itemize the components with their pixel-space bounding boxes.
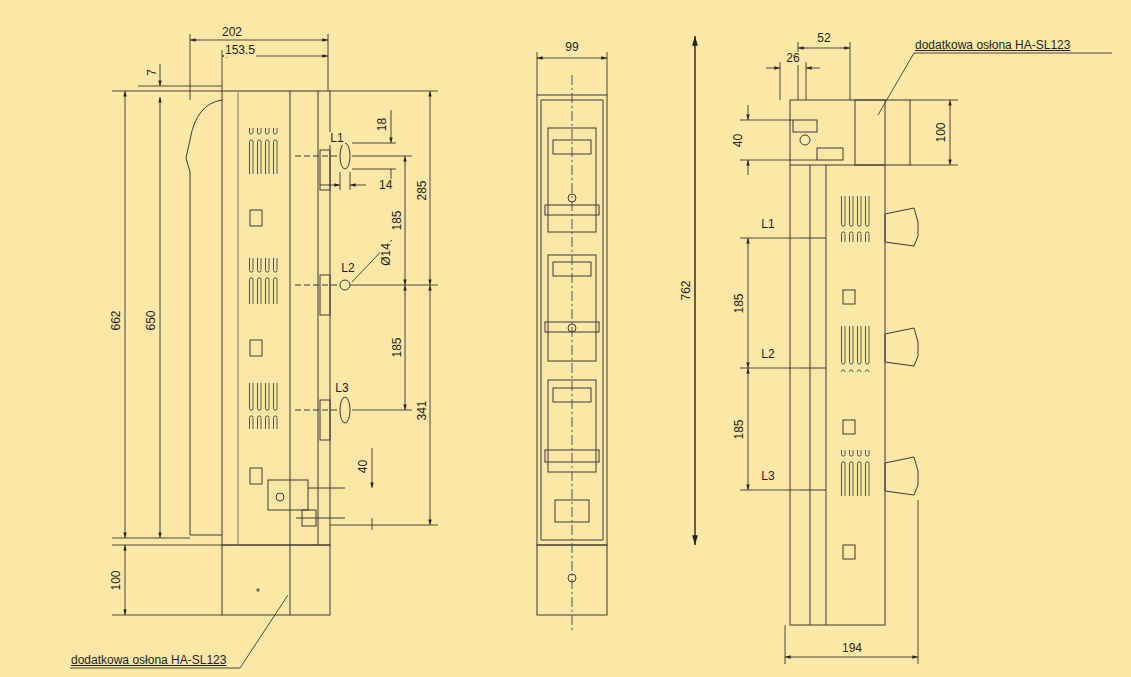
dimension-label: 100 xyxy=(110,569,123,591)
phase-label: L2 xyxy=(340,262,355,275)
dimension-label: 52 xyxy=(816,32,831,45)
phase-label: L2 xyxy=(760,348,775,361)
dimension-label: 14 xyxy=(378,179,393,192)
phase-label: L1 xyxy=(760,218,775,231)
dimension-label: 153.5 xyxy=(224,44,256,57)
phase-label: L3 xyxy=(760,470,775,483)
dimension-label: 99 xyxy=(564,41,579,54)
dimension-label: 18 xyxy=(376,116,389,131)
dimension-label: Ø14 xyxy=(380,242,393,267)
dimension-label: 40 xyxy=(357,458,370,473)
dimension-label: 185 xyxy=(733,292,746,314)
dimension-label: 650 xyxy=(145,309,158,331)
dimension-label: 762 xyxy=(680,279,693,301)
dimension-label: 185 xyxy=(733,418,746,440)
dimension-label: 40 xyxy=(732,132,745,147)
note-label: dodatkowa osłona HA-SL123 xyxy=(914,39,1071,52)
dimension-label: 7 xyxy=(146,68,159,77)
phase-label: L3 xyxy=(334,382,349,395)
dimension-label: 662 xyxy=(110,309,123,331)
dimension-label: 341 xyxy=(416,399,429,421)
dimension-label: 185 xyxy=(391,209,404,231)
dimension-label: 26 xyxy=(785,52,800,65)
dimension-label: 185 xyxy=(391,336,404,358)
dimension-label: 285 xyxy=(416,179,429,201)
dimension-label: 194 xyxy=(841,642,863,655)
dimension-label: 100 xyxy=(935,121,948,143)
dimension-label: 202 xyxy=(221,26,243,39)
note-label: dodatkowa osłona HA-SL123 xyxy=(70,654,227,667)
phase-label: L1 xyxy=(329,132,344,145)
